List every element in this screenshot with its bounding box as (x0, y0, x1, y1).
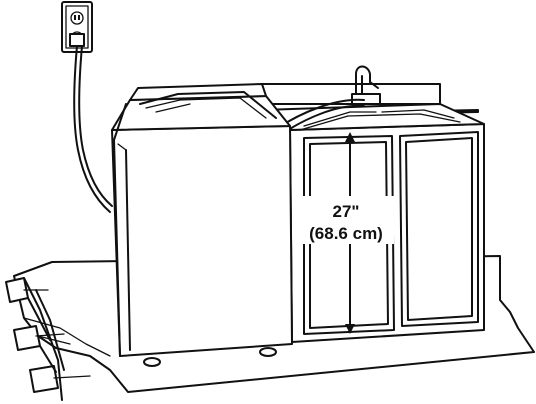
wall-outlet-icon (61, 1, 93, 53)
height-dimension: 27" (68.6 cm) (302, 132, 394, 334)
dimension-imperial: 27" (333, 202, 360, 221)
floor-joists (5, 277, 91, 401)
power-cord (73, 45, 113, 213)
dimension-metric: (68.6 cm) (309, 224, 383, 243)
washing-machine (111, 83, 293, 367)
faucet-icon (351, 65, 381, 105)
